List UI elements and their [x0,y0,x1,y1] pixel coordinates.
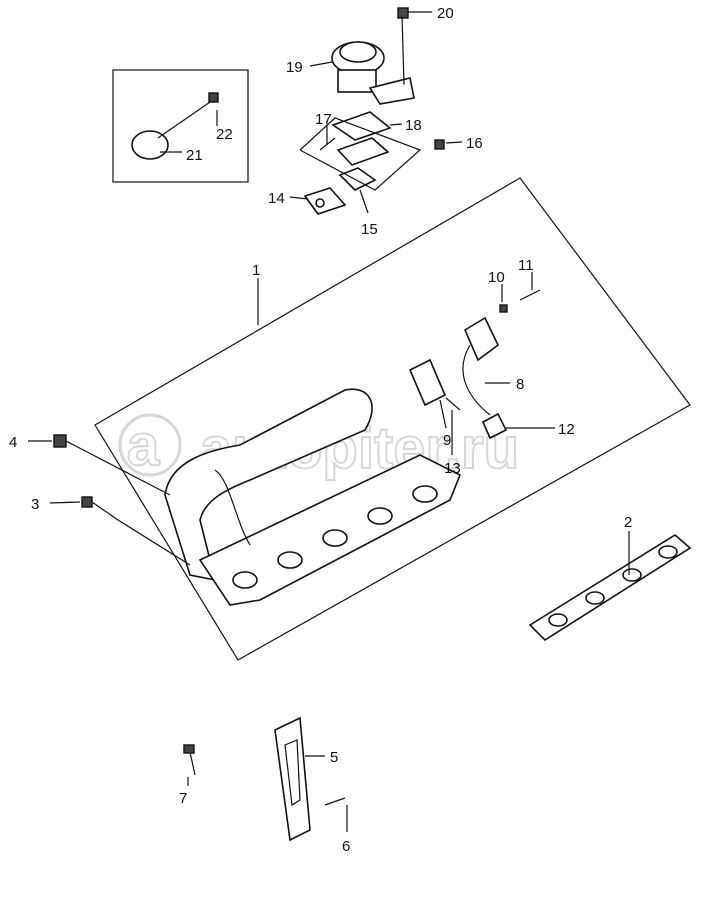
callout-5: 5 [330,749,338,766]
callout-8: 8 [516,376,524,393]
callout-13: 13 [444,460,461,477]
callout-17: 17 [315,111,332,128]
callout-7: 7 [179,790,187,807]
callout-4: 4 [9,434,17,451]
bolt-3-head [81,496,93,508]
egr-valve [331,7,415,105]
callout-14: 14 [268,190,285,207]
callout-2: 2 [624,514,632,531]
leader-lines [28,11,630,832]
callout-16: 16 [466,135,483,152]
callout-12: 12 [558,421,575,438]
callout-19: 19 [286,59,303,76]
gaskets [299,111,445,215]
callout-6: 6 [342,838,350,855]
bracket [183,716,346,842]
egr-pipe [408,289,541,440]
intake-manifold [164,388,462,606]
inset-part [131,92,219,160]
callout-3: 3 [31,496,39,513]
callout-11: 11 [518,257,534,274]
manifold-group-box [94,177,691,661]
inset-box [112,69,249,183]
svg-text:a: a [127,413,160,478]
manifold-gasket [528,534,692,642]
callout-10: 10 [488,269,505,286]
callout-15: 15 [361,221,378,238]
nut-4 [53,434,67,448]
callout-20: 20 [437,5,454,22]
callout-9: 9 [443,432,451,449]
callout-18: 18 [405,117,422,134]
callout-1: 1 [252,262,260,279]
callout-21: 21 [186,147,203,164]
callout-22: 22 [216,126,233,143]
